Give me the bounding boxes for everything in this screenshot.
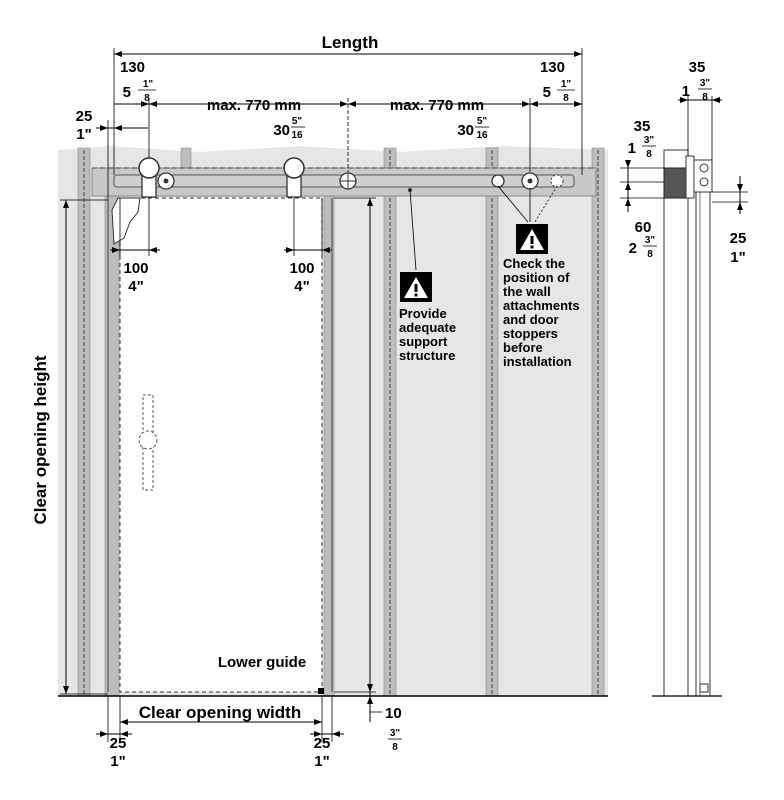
svg-text:8: 8 xyxy=(563,93,569,104)
side-wall-section xyxy=(663,149,689,697)
roller-right xyxy=(283,157,305,198)
dim-100-right-mm: 100 xyxy=(289,260,314,277)
side-door-section xyxy=(695,169,711,697)
note-support-line-2: adequate xyxy=(399,320,456,335)
note-check-line-1: Check the xyxy=(503,256,565,271)
svg-text:5": 5" xyxy=(477,116,488,127)
clear-opening-height-label: Clear opening height xyxy=(31,355,50,524)
svg-text:5: 5 xyxy=(543,84,551,101)
stud-3-top xyxy=(180,147,192,171)
note-support-line-4: structure xyxy=(399,348,455,363)
note-check-line-2: position of xyxy=(503,270,570,285)
side-dim-35-mid-mm: 35 xyxy=(634,118,651,135)
side-dim-25-mm: 25 xyxy=(730,230,747,247)
svg-text:8: 8 xyxy=(144,93,150,104)
note-check-line-5: and door xyxy=(503,312,559,327)
svg-text:5": 5" xyxy=(292,116,303,127)
svg-text:30: 30 xyxy=(457,122,474,139)
svg-text:8: 8 xyxy=(646,149,652,160)
svg-text:5: 5 xyxy=(123,84,131,101)
note-check-line-4: attachments xyxy=(503,298,580,313)
svg-text:1: 1 xyxy=(682,83,690,100)
dim-25-botleft-mm: 25 xyxy=(110,735,127,752)
wall-attachment-center xyxy=(339,172,357,190)
svg-text:3": 3" xyxy=(700,78,711,89)
door-stopper-right xyxy=(491,172,564,190)
svg-text:1": 1" xyxy=(143,79,154,90)
svg-text:3": 3" xyxy=(390,728,401,739)
svg-text:3": 3" xyxy=(645,235,656,246)
svg-text:3": 3" xyxy=(644,135,655,146)
svg-text:8: 8 xyxy=(392,742,398,753)
dim-130-left-mm: 130 xyxy=(120,59,145,76)
note-support-line-1: Provide xyxy=(399,306,447,321)
svg-text:4": 4" xyxy=(128,278,143,295)
svg-text:16: 16 xyxy=(291,130,303,141)
svg-text:4": 4" xyxy=(294,278,309,295)
lower-guide-label: Lower guide xyxy=(218,654,306,671)
side-rail-bracket xyxy=(663,167,689,199)
length-label: Length xyxy=(322,33,379,52)
roller-left xyxy=(138,157,175,198)
svg-text:8: 8 xyxy=(702,92,708,103)
svg-text:16: 16 xyxy=(476,130,488,141)
svg-text:1": 1" xyxy=(76,126,91,143)
svg-text:1": 1" xyxy=(561,79,572,90)
warning-icon xyxy=(516,224,548,254)
door-handle-knob xyxy=(138,430,158,450)
svg-text:30: 30 xyxy=(273,122,290,139)
note-check-line-7: before xyxy=(503,340,543,355)
svg-text:1: 1 xyxy=(628,140,636,157)
side-view xyxy=(652,149,722,697)
svg-text:1": 1" xyxy=(730,249,745,266)
dim-130-right-mm: 130 xyxy=(540,59,565,76)
note-check-line-8: installation xyxy=(503,354,572,369)
side-dim-35-top-mm: 35 xyxy=(689,59,706,76)
max-770-right-label: max. 770 mm xyxy=(390,97,484,114)
svg-text:8: 8 xyxy=(647,249,653,260)
note-check-line-3: the wall xyxy=(503,284,551,299)
svg-text:1": 1" xyxy=(110,753,125,770)
dim-10-mm: 10 xyxy=(385,705,402,722)
note-support-line-3: support xyxy=(399,334,448,349)
side-dim-60-mm: 60 xyxy=(635,219,652,236)
dim-25-topleft-mm: 25 xyxy=(76,108,93,125)
dim-25-botright-mm: 25 xyxy=(314,735,331,752)
svg-text:2: 2 xyxy=(629,240,637,257)
dim-100-left-mm: 100 xyxy=(123,260,148,277)
svg-text:1": 1" xyxy=(314,753,329,770)
warning-icon xyxy=(400,272,432,302)
clear-opening-width-label: Clear opening width xyxy=(139,703,301,722)
lower-guide xyxy=(318,688,324,694)
door-corner-cutaway xyxy=(111,197,141,245)
stud-2 xyxy=(104,194,120,697)
note-check-line-6: stoppers xyxy=(503,326,558,341)
max-770-left-label: max. 770 mm xyxy=(207,97,301,114)
